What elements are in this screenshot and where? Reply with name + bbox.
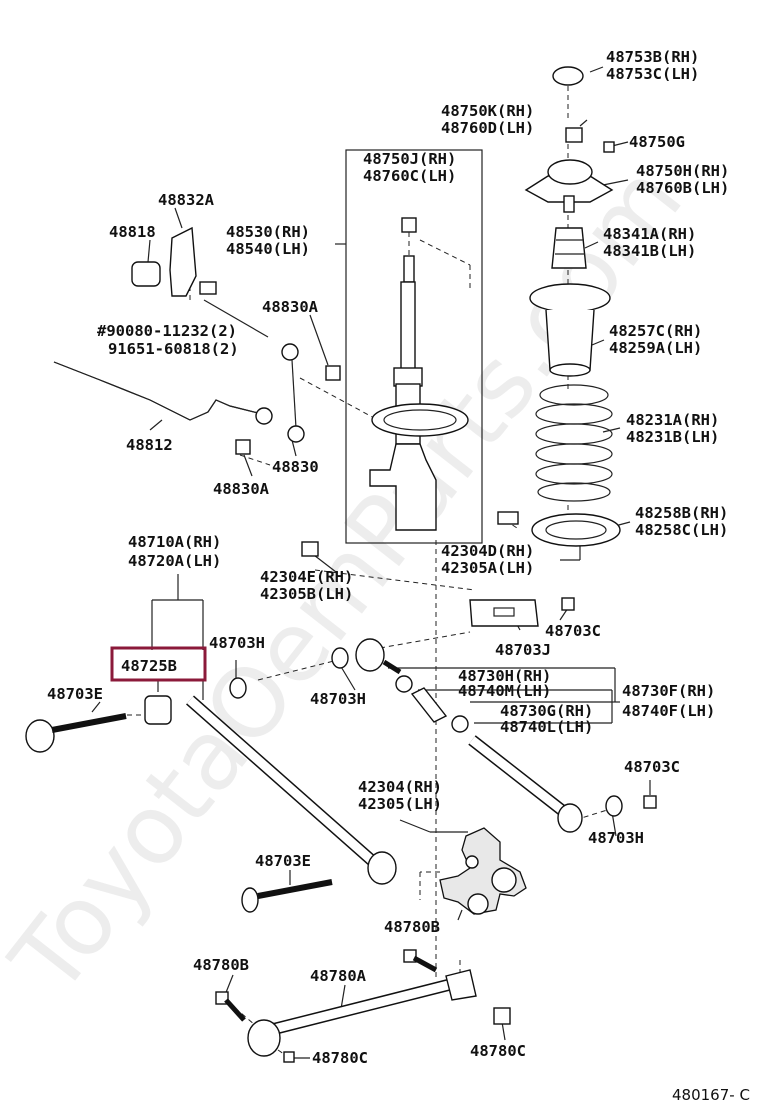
- label-48753c[interactable]: 48753C(LH): [606, 65, 699, 83]
- label-48540[interactable]: 48540(LH): [226, 240, 310, 258]
- bump-stopper: [551, 227, 587, 269]
- label-48231b[interactable]: 48231B(LH): [626, 428, 719, 446]
- nut-48703c-2: [643, 795, 657, 809]
- label-48830a-bottom[interactable]: 48830A: [213, 480, 270, 498]
- bushing-48730g: [410, 687, 448, 723]
- label-48730h[interactable]: 48730H(RH): [458, 667, 551, 685]
- label-48259a[interactable]: 48259A(LH): [609, 339, 702, 357]
- label-48725b[interactable]: 48725B: [121, 657, 177, 675]
- label-48341a[interactable]: 48341A(RH): [603, 225, 696, 243]
- label-48258c[interactable]: 48258C(LH): [635, 521, 728, 539]
- link-nut-lower: [235, 439, 251, 455]
- bolt-48780b-1: [215, 991, 246, 1022]
- label-48740m[interactable]: 48740M(LH): [458, 682, 551, 700]
- stabilizer-bushing: [131, 226, 197, 297]
- spring-insulator: [531, 513, 621, 547]
- cam-nut: [301, 541, 319, 557]
- label-42305[interactable]: 42305(LH): [358, 795, 442, 813]
- label-48750h[interactable]: 48750H(RH): [636, 162, 729, 180]
- mount-nut: [565, 127, 583, 143]
- label-90080[interactable]: #90080-11232(2): [97, 322, 237, 340]
- dust-cap: [552, 66, 584, 86]
- bushing-48725b: [144, 695, 172, 725]
- long-bolt-48703e: [25, 713, 127, 753]
- upper-support: [524, 159, 614, 213]
- label-48730f[interactable]: 48730F(RH): [622, 682, 715, 700]
- label-91651[interactable]: 91651-60818(2): [108, 340, 239, 358]
- rear-lower-arm-48730f: [468, 735, 583, 833]
- highlight-box: [110, 646, 207, 682]
- coil-spring: [535, 384, 613, 502]
- label-48830a-top[interactable]: 48830A: [262, 298, 319, 316]
- label-48818[interactable]: 48818: [109, 223, 156, 241]
- label-48341b[interactable]: 48341B(LH): [603, 242, 696, 260]
- label-48830[interactable]: 48830: [272, 458, 319, 476]
- shock-absorber-strut: [369, 217, 469, 531]
- nut-48703c-1: [561, 597, 575, 611]
- label-48703e-2[interactable]: 48703E: [255, 852, 311, 870]
- stabilizer-bar: [53, 361, 273, 425]
- label-42304d[interactable]: 42304D(RH): [441, 542, 534, 560]
- washer-48703h-3: [605, 795, 623, 817]
- label-48740l[interactable]: 48740L(LH): [500, 718, 593, 736]
- lateral-rod-48710a: [186, 695, 397, 885]
- label-48832a[interactable]: 48832A: [158, 191, 215, 209]
- label-48703c-1[interactable]: 48703C: [545, 622, 601, 640]
- washer-48740m: [395, 675, 413, 693]
- label-48780c-1[interactable]: 48780C: [312, 1049, 368, 1067]
- label-48530[interactable]: 48530(RH): [226, 223, 310, 241]
- label-48720a[interactable]: 48720A(LH): [128, 552, 221, 570]
- strut-rod-48730h: [355, 638, 402, 675]
- label-48760c[interactable]: 48760C(LH): [363, 167, 456, 185]
- axle-carrier-42304: [439, 827, 527, 915]
- washer-48703h-2: [331, 647, 349, 669]
- nut-48740l: [451, 715, 469, 733]
- label-48703h-3[interactable]: 48703H: [588, 829, 644, 847]
- spring-bumper-boot: [529, 283, 611, 377]
- label-48703h-2[interactable]: 48703H: [310, 690, 366, 708]
- label-48780c-2[interactable]: 48780C: [470, 1042, 526, 1060]
- label-48703h-1[interactable]: 48703H: [209, 634, 265, 652]
- strut-group-box: [345, 149, 483, 544]
- diagram-code: 480167- C: [672, 1086, 750, 1104]
- link-nut-upper: [325, 365, 341, 381]
- trailing-arm-48780a: [247, 969, 477, 1057]
- part-labels: 48753B(RH) 48753C(LH) 48750K(RH) 48760D(…: [47, 48, 729, 1067]
- label-42304[interactable]: 42304(RH): [358, 778, 442, 796]
- label-42305b[interactable]: 42305B(LH): [260, 585, 353, 603]
- bolt-48703e-2: [241, 879, 333, 913]
- label-48703j[interactable]: 48703J: [495, 641, 551, 659]
- bracket-bolt: [199, 281, 217, 295]
- label-48750j[interactable]: 48750J(RH): [363, 150, 456, 168]
- label-48812[interactable]: 48812: [126, 436, 173, 454]
- label-48258b[interactable]: 48258B(RH): [635, 504, 728, 522]
- label-48780a[interactable]: 48780A: [310, 967, 367, 985]
- label-48760b[interactable]: 48760B(LH): [636, 179, 729, 197]
- stabilizer-link: [281, 343, 305, 443]
- label-48753b[interactable]: 48753B(RH): [606, 48, 699, 66]
- label-48750g[interactable]: 48750G: [629, 133, 685, 151]
- label-48703c-2[interactable]: 48703C: [624, 758, 680, 776]
- label-48760d[interactable]: 48760D(LH): [441, 119, 534, 137]
- label-48257c[interactable]: 48257C(RH): [609, 322, 702, 340]
- label-48780b-2[interactable]: 48780B: [193, 956, 249, 974]
- lower-bolt: [497, 511, 519, 525]
- label-48730g[interactable]: 48730G(RH): [500, 702, 593, 720]
- label-48750k[interactable]: 48750K(RH): [441, 102, 534, 120]
- washer-48703h-1: [229, 677, 247, 699]
- label-42304e[interactable]: 42304E(RH): [260, 568, 353, 586]
- flange-nut: [603, 141, 615, 153]
- label-48740f[interactable]: 48740F(LH): [622, 702, 715, 720]
- label-48780b-1[interactable]: 48780B: [384, 918, 440, 936]
- label-48703e-1[interactable]: 48703E: [47, 685, 103, 703]
- label-48710a[interactable]: 48710A(RH): [128, 533, 221, 551]
- label-48231a[interactable]: 48231A(RH): [626, 411, 719, 429]
- nut-48780c-left: [283, 1051, 295, 1063]
- label-42305a[interactable]: 42305A(LH): [441, 559, 534, 577]
- bolt-48780b-2: [403, 949, 438, 973]
- camber-plate-48703j: [469, 599, 539, 627]
- nut-48780c-right: [493, 1007, 511, 1025]
